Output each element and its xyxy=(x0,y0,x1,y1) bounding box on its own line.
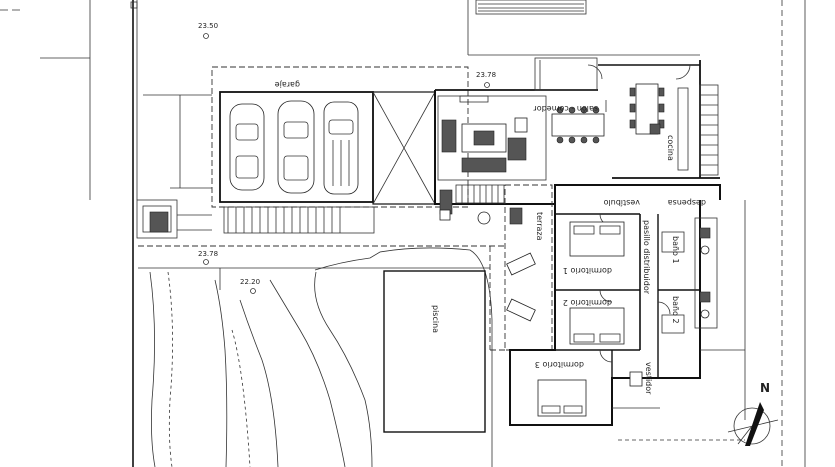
dining-table xyxy=(551,100,607,144)
bano-1-label: baño 1 xyxy=(671,236,680,264)
car-icon xyxy=(323,101,359,195)
compass-letter: N xyxy=(760,381,770,395)
cocina-label: cocina xyxy=(666,135,675,161)
level-garden: 22.20 xyxy=(240,278,260,286)
room-labels: garaje salón - comedor cocina despensa v… xyxy=(275,80,706,395)
beds xyxy=(537,221,625,417)
pool: piscina xyxy=(383,270,486,433)
despensa-label: despensa xyxy=(668,198,706,207)
car-icon xyxy=(229,103,265,191)
vestibulo-label: vestíbulo xyxy=(603,198,640,207)
terrace-loungers xyxy=(506,252,536,322)
pasillo-label: pasillo distribuidor xyxy=(642,220,651,295)
kitchen-table xyxy=(629,83,665,135)
level-terrace: 23.78 xyxy=(476,71,496,79)
terraza-label: terraza xyxy=(535,212,544,241)
living-furniture xyxy=(441,95,528,173)
dormitorio-2-label: dormitorio 2 xyxy=(563,298,612,307)
site-boundaries xyxy=(0,0,806,467)
bed-icon xyxy=(569,221,625,257)
bed-icon xyxy=(569,307,625,345)
salon-comedor-label: salón - comedor xyxy=(533,104,598,114)
garage-ramp xyxy=(223,206,375,234)
vestidor-label: vestidor xyxy=(644,362,653,395)
dormitorio-3-label: dormitorio 3 xyxy=(535,360,584,369)
car-icon xyxy=(277,100,315,194)
bathroom-fixtures xyxy=(629,227,711,387)
piscina-label: piscina xyxy=(431,305,440,333)
bed-icon xyxy=(537,379,587,417)
entry-stair xyxy=(439,184,523,225)
level-street: 23.78 xyxy=(198,250,218,258)
level-markers: 23.50 23.78 23.78 22.20 xyxy=(198,22,496,294)
north-arrow-icon: N xyxy=(727,381,779,446)
building-walls xyxy=(136,57,746,441)
garden-paths xyxy=(149,247,493,467)
bano-2-label: baño 2 xyxy=(671,296,680,324)
garage-cars xyxy=(229,100,359,195)
dormitorio-1-label: dormitorio 1 xyxy=(563,266,612,275)
garaje-label: garaje xyxy=(275,80,300,89)
level-top: 23.50 xyxy=(198,22,218,30)
